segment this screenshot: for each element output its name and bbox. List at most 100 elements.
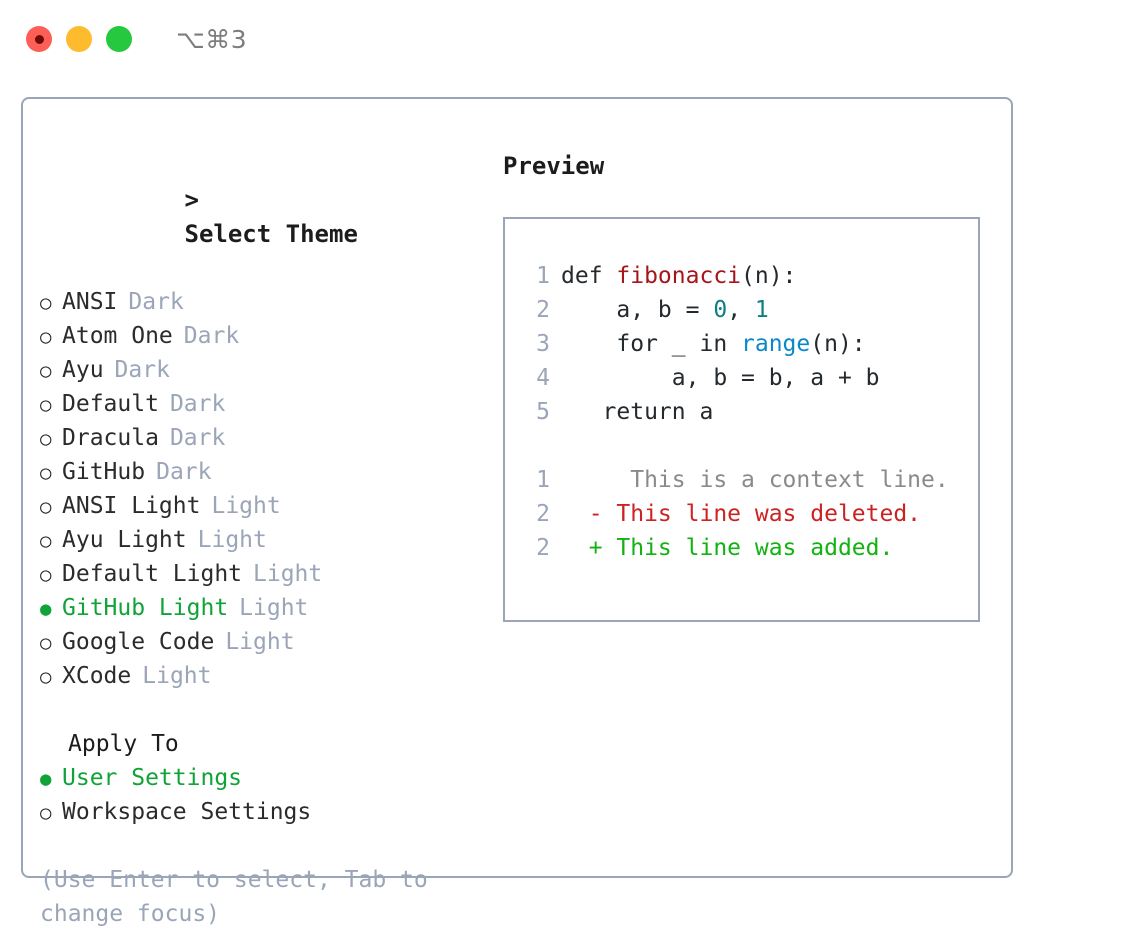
theme-variant-badge: Dark [169,391,226,417]
radio-unselected-icon: ○ [40,802,52,824]
diff-line-text: - This line was deleted. [561,501,922,527]
theme-variant-badge: Light [239,595,309,621]
radio-unselected-icon: ○ [40,564,52,586]
code-token-plain: (n): [741,263,797,289]
theme-option-label: Atom One [62,323,173,349]
theme-variant-badge: Dark [128,289,184,315]
prompt-caret-icon: > [184,186,199,214]
theme-option-label: XCode [62,663,132,689]
code-token-plain: a, b = b, a + b [561,365,880,391]
apply-to-option-user-settings[interactable]: ● User Settings [40,761,485,795]
code-diff-separator [522,429,978,463]
theme-variant-badge: Light [142,663,212,689]
keyboard-hint: (Use Enter to select, Tab to change focu… [40,867,442,927]
line-number: 2 [536,297,550,323]
minimize-button[interactable] [66,26,92,52]
code-token-plain: return a [561,399,714,425]
code-line: 3 for _ in range(n): [522,327,978,361]
radio-selected-icon: ● [40,598,52,620]
theme-variant-badge: Light [253,561,323,587]
theme-option-label: Google Code [62,629,215,655]
diff-line-number: 2 [536,501,550,527]
code-token-num: 0 [713,297,728,323]
theme-option-label: Ayu Light [62,527,187,553]
list-spacer [40,693,485,727]
title-bar: ⌥⌘3 [0,0,1140,78]
keyboard-shortcut-label: ⌥⌘3 [176,24,248,54]
window-controls [26,26,132,52]
diff-line-text: + This line was added. [561,535,894,561]
code-token-num: 1 [754,297,769,323]
apply-to-option-label: User Settings [62,765,243,791]
page-title: > Select Theme [40,149,485,285]
code-token-plain: def [561,263,617,289]
theme-option-github-light[interactable]: ● GitHub Light Light [40,591,485,625]
theme-option-ansi[interactable]: ○ ANSI Dark [40,285,485,319]
theme-option-xcode[interactable]: ○ XCode Light [40,659,485,693]
diff-line-number: 1 [536,467,550,493]
line-number: 1 [536,263,550,289]
diff-line-text: This is a context line. [561,467,949,493]
theme-variant-badge: Light [211,493,281,519]
theme-option-google-code[interactable]: ○ Google Code Light [40,625,485,659]
code-line: 1 def fibonacci(n): [522,259,978,293]
diff-line: 1 This is a context line. [522,463,978,497]
close-button[interactable] [26,26,52,52]
code-token-fn: fibonacci [616,263,742,289]
code-line: 4 a, b = b, a + b [522,361,978,395]
diff-line: 2 - This line was deleted. [522,497,978,531]
diff-sample: 1 This is a context line.2 - This line w… [522,463,978,565]
theme-variant-badge: Light [225,629,295,655]
theme-option-default-light[interactable]: ○ Default Light Light [40,557,485,591]
apply-to-heading: Apply To [68,731,179,757]
theme-option-ayu-light[interactable]: ○ Ayu Light Light [40,523,485,557]
theme-variant-badge: Dark [169,425,226,451]
theme-option-label: Dracula [62,425,159,451]
page-title-text: Select Theme [184,220,358,248]
theme-variant-badge: Dark [183,323,240,349]
code-line: 2 a, b = 0, 1 [522,293,978,327]
radio-unselected-icon: ○ [40,428,52,450]
maximize-button[interactable] [106,26,132,52]
theme-option-dracula[interactable]: ○ Dracula Dark [40,421,485,455]
code-line-text: return a [561,395,714,429]
code-token-plain: a, b = [561,297,714,323]
code-line-text: a, b = b, a + b [561,361,880,395]
line-number: 5 [536,399,550,425]
radio-unselected-icon: ○ [40,462,52,484]
radio-selected-icon: ● [40,768,52,790]
theme-variant-badge: Dark [156,459,212,485]
theme-option-label: ANSI [62,289,118,315]
theme-option-label: Ayu [62,357,104,383]
apply-to-list: ● User Settings ○Workspace Settings [40,761,485,829]
line-number: 3 [536,331,550,357]
theme-option-atom-one[interactable]: ○ Atom One Dark [40,319,485,353]
theme-option-label: Default [62,391,159,417]
radio-unselected-icon: ○ [40,632,52,654]
apply-to-option-workspace-settings[interactable]: ○Workspace Settings [40,795,485,829]
radio-unselected-icon: ○ [40,666,52,688]
hint-spacer [40,829,485,863]
theme-variant-badge: Light [197,527,267,553]
radio-unselected-icon: ○ [40,326,52,348]
radio-unselected-icon: ○ [40,292,52,314]
theme-option-label: GitHub Light [62,595,229,621]
radio-unselected-icon: ○ [40,394,52,416]
radio-unselected-icon: ○ [40,530,52,552]
diff-line: 2 + This line was added. [522,531,978,565]
code-token-plain: (n): [810,331,866,357]
code-token-plain: for _ in [561,331,742,357]
radio-unselected-icon: ○ [40,496,52,518]
theme-option-label: Default Light [62,561,243,587]
theme-option-default[interactable]: ○ Default Dark [40,387,485,421]
